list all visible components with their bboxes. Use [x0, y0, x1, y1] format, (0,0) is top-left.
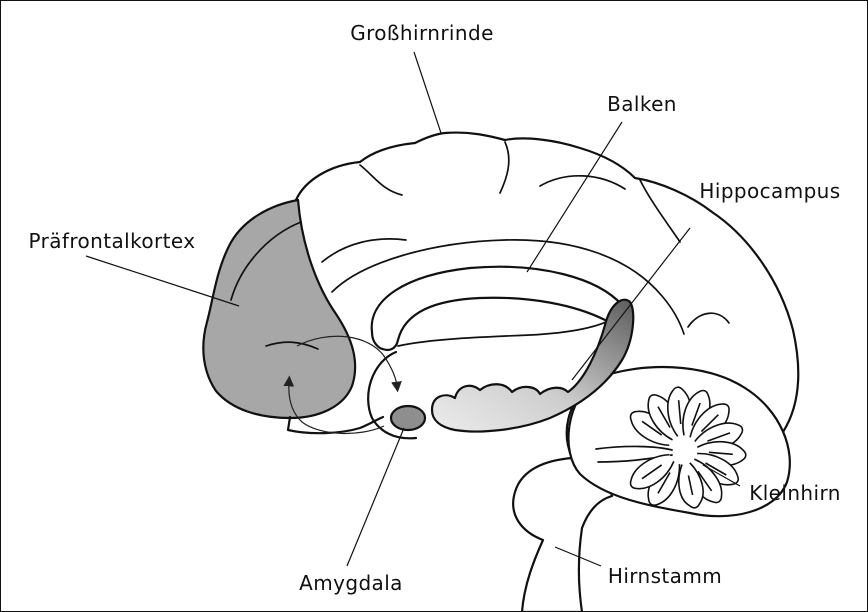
amygdala-region [391, 406, 425, 430]
fornix-line [398, 317, 616, 346]
superior-frontal-sulcus [360, 165, 402, 195]
label-corpus-callosum: Balken [607, 92, 677, 116]
leader-line-cortex [414, 52, 441, 133]
label-cortex: Großhirnrinde [350, 21, 494, 45]
leader-line-corpus-callosum [527, 122, 622, 272]
parietal-sulcus [540, 176, 625, 189]
label-amygdala: Amygdala [299, 571, 403, 595]
leader-line-amygdala [347, 428, 404, 566]
central-sulcus [500, 142, 509, 193]
corpus-callosum [372, 267, 623, 350]
label-cerebellum: Kleinhirn [749, 481, 841, 505]
label-brainstem: Hirnstamm [608, 564, 722, 588]
occipital-sulcus [688, 313, 729, 327]
label-prefrontal-cortex: Präfrontalkortex [29, 229, 196, 253]
label-hippocampus: Hippocampus [699, 179, 840, 203]
